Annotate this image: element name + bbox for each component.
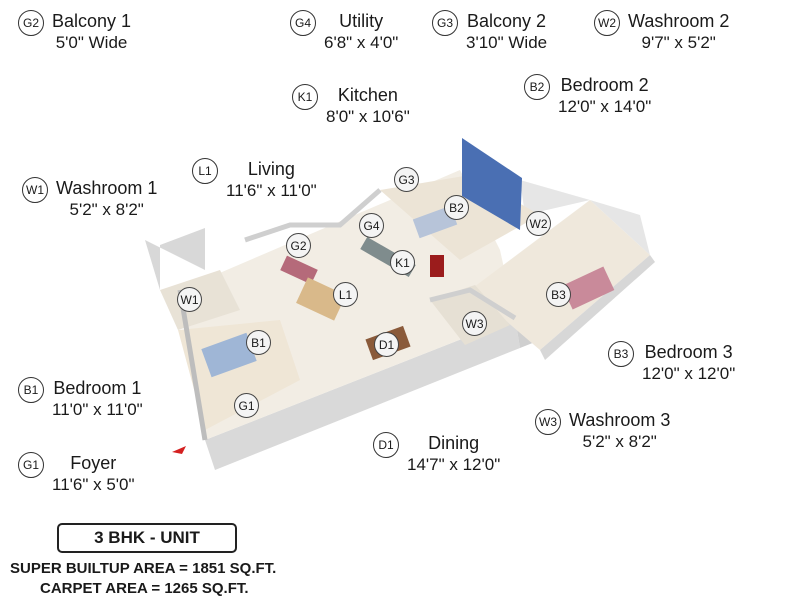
plan-badge-g2: G2 — [286, 233, 311, 258]
legend-text: Bedroom 1 11'0" x 11'0" — [52, 377, 143, 421]
legend-item-b3: B3 Bedroom 3 12'0" x 12'0" — [608, 341, 735, 385]
sofa-living — [280, 255, 318, 285]
room-name: Washroom 1 — [56, 178, 158, 198]
entry-arrow — [172, 446, 186, 454]
plan-badge-k1: K1 — [390, 250, 415, 275]
legend-text: Utility 6'8" x 4'0" — [324, 10, 398, 54]
room-dimensions: 5'2" x 8'2" — [582, 432, 657, 451]
washroom-1-wall — [145, 228, 205, 290]
room-dimensions: 9'7" x 5'2" — [641, 33, 716, 52]
legend-text: Foyer 11'6" x 5'0" — [52, 452, 135, 496]
room-name: Dining — [428, 433, 480, 453]
plan-badge-l1: L1 — [333, 282, 358, 307]
legend-item-b2: B2 Bedroom 2 12'0" x 14'0" — [524, 74, 651, 118]
plan-badge-d1: D1 — [374, 332, 399, 357]
room-dimensions: 3'10" Wide — [466, 33, 548, 52]
room-dimensions: 12'0" x 12'0" — [642, 364, 736, 383]
legend-item-w3: W3 Washroom 3 5'2" x 8'2" — [535, 409, 670, 453]
bedroom-3-backwall — [520, 180, 650, 255]
plan-badge-b3: B3 — [546, 282, 571, 307]
carpet-area: CARPET AREA = 1265 SQ.FT. — [40, 580, 249, 597]
legend-text: Washroom 2 9'7" x 5'2" — [628, 10, 729, 54]
room-name: Kitchen — [337, 85, 398, 105]
room-code-badge: B2 — [524, 74, 550, 100]
legend-text: Balcony 2 3'10" Wide — [466, 10, 547, 54]
legend-text: Washroom 1 5'2" x 8'2" — [56, 177, 157, 221]
legend-item-w2: W2 Washroom 2 9'7" x 5'2" — [594, 10, 729, 54]
room-code-badge: G3 — [432, 10, 458, 36]
legend-item-d1: D1 Dining 14'7" x 12'0" — [373, 432, 500, 476]
plan-badge-g4: G4 — [359, 213, 384, 238]
room-name: Balcony 2 — [467, 11, 547, 31]
plan-badge-g3: G3 — [394, 167, 419, 192]
legend-text: Balcony 1 5'0" Wide — [52, 10, 131, 54]
room-name: Balcony 1 — [52, 11, 132, 31]
unit-type-box: 3 BHK - UNIT — [57, 523, 237, 553]
room-dimensions: 5'2" x 8'2" — [69, 200, 144, 219]
legend-text: Bedroom 2 12'0" x 14'0" — [558, 74, 651, 118]
legend-item-k1: K1 Kitchen 8'0" x 10'6" — [292, 84, 410, 128]
room-dimensions: 8'0" x 10'6" — [326, 107, 410, 126]
refrigerator — [430, 255, 444, 277]
legend-text: Bedroom 3 12'0" x 12'0" — [642, 341, 735, 385]
room-dimensions: 12'0" x 14'0" — [558, 97, 652, 116]
legend-text: Dining 14'7" x 12'0" — [407, 432, 500, 476]
interior-walls — [244, 188, 382, 243]
legend-item-g4: G4 Utility 6'8" x 4'0" — [290, 10, 398, 54]
room-code-badge: G2 — [18, 10, 44, 36]
legend-item-g1: G1 Foyer 11'6" x 5'0" — [18, 452, 135, 496]
plan-badge-w1: W1 — [177, 287, 202, 312]
room-dimensions: 11'6" x 5'0" — [52, 475, 135, 494]
room-code-badge: B1 — [18, 377, 44, 403]
legend-text: Washroom 3 5'2" x 8'2" — [569, 409, 670, 453]
room-dimensions: 6'8" x 4'0" — [324, 33, 399, 52]
bedroom-3-floor — [470, 200, 650, 350]
plan-badge-b1: B1 — [246, 330, 271, 355]
bedroom-3-wall — [540, 255, 655, 360]
plan-badge-g1: G1 — [234, 393, 259, 418]
floor-slab — [205, 318, 520, 470]
room-name: Washroom 2 — [628, 11, 730, 31]
plan-badge-w2: W2 — [526, 211, 551, 236]
room-dimensions: 11'0" x 11'0" — [52, 400, 143, 419]
room-name: Utility — [339, 11, 384, 31]
outer-wall-left — [177, 289, 208, 441]
room-name: Washroom 3 — [569, 410, 671, 430]
rug-living — [296, 277, 346, 321]
room-code-badge: L1 — [192, 158, 218, 184]
legend-text: Kitchen 8'0" x 10'6" — [326, 84, 410, 128]
bed-bedroom-3 — [561, 266, 615, 310]
plan-badge-w3: W3 — [462, 311, 487, 336]
room-name: Bedroom 1 — [53, 378, 142, 398]
super-builtup-area: SUPER BUILTUP AREA = 1851 SQ.FT. — [10, 560, 277, 577]
legend-item-w1: W1 Washroom 1 5'2" x 8'2" — [22, 177, 157, 221]
room-code-badge: W1 — [22, 177, 48, 203]
room-code-badge: G1 — [18, 452, 44, 478]
room-dimensions: 5'0" Wide — [55, 33, 128, 52]
room-dimensions: 11'6" x 11'0" — [226, 181, 317, 200]
interior-walls-2 — [429, 287, 517, 321]
room-code-badge: W3 — [535, 409, 561, 435]
legend-item-l1: L1 Living 11'6" x 11'0" — [192, 158, 317, 202]
room-code-badge: D1 — [373, 432, 399, 458]
room-name: Bedroom 3 — [644, 342, 733, 362]
legend-item-g3: G3 Balcony 2 3'10" Wide — [432, 10, 547, 54]
bed-bedroom-1 — [201, 332, 257, 378]
room-name: Living — [247, 159, 295, 179]
plan-badge-b2: B2 — [444, 195, 469, 220]
legend-item-g2: G2 Balcony 1 5'0" Wide — [18, 10, 131, 54]
bedroom-2-accent-wall — [462, 138, 522, 230]
room-code-badge: G4 — [290, 10, 316, 36]
room-code-badge: K1 — [292, 84, 318, 110]
room-code-badge: W2 — [594, 10, 620, 36]
room-name: Foyer — [70, 453, 117, 473]
legend-text: Living 11'6" x 11'0" — [226, 158, 317, 202]
room-dimensions: 14'7" x 12'0" — [407, 455, 501, 474]
legend-item-b1: B1 Bedroom 1 11'0" x 11'0" — [18, 377, 143, 421]
room-code-badge: B3 — [608, 341, 634, 367]
room-name: Bedroom 2 — [560, 75, 649, 95]
